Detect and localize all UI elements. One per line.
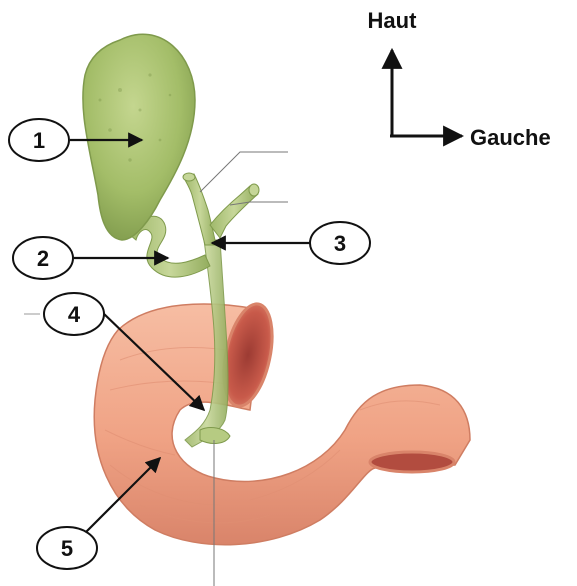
gallbladder-body: [83, 34, 195, 240]
right-hepatic-duct: [184, 174, 216, 245]
callout-5-number: 5: [61, 536, 73, 561]
callout-5: 5: [37, 527, 97, 569]
left-label: Gauche: [470, 125, 551, 150]
duodenum-body: [94, 304, 470, 545]
callout-1-number: 1: [33, 128, 45, 153]
orientation-indicator: Haut Gauche: [368, 8, 551, 150]
callout-4: 4: [44, 293, 104, 335]
callout-3: 3: [310, 222, 370, 264]
callout-1: 1: [9, 119, 69, 161]
blank-line-upper: [200, 152, 288, 192]
callout-4-number: 4: [68, 302, 81, 327]
callout-3-number: 3: [334, 231, 346, 256]
duodenum-distal-end: [370, 452, 454, 472]
callout-2-number: 2: [37, 246, 49, 271]
gallbladder: [83, 34, 195, 240]
duodenum: [94, 300, 470, 545]
up-label: Haut: [368, 8, 418, 33]
callout-2: 2: [13, 237, 73, 279]
